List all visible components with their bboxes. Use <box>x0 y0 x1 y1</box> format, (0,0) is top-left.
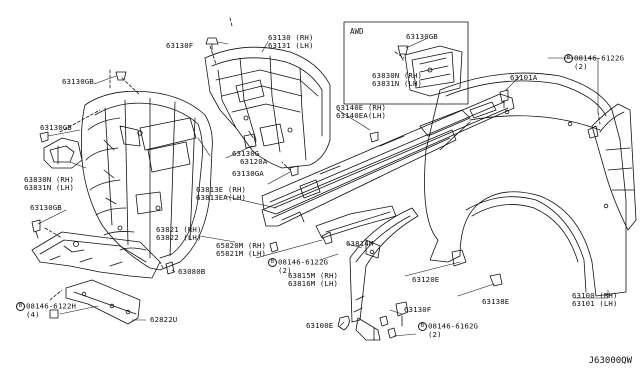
label-63821-rh: 63821 (RH) <box>156 225 202 234</box>
fasteners <box>31 37 599 341</box>
label-63130f-top: 63130F <box>166 41 194 50</box>
label-63813e: 63813E (RH) 63813EA(LH) <box>196 186 246 202</box>
label-63080b: 63080B <box>178 267 206 276</box>
label-63830n-awd: 63830N (RH) 63831N (LH) <box>372 72 422 88</box>
label-63100e: 63100E <box>306 321 334 330</box>
label-08146-6122h-qty: (4) <box>26 310 40 319</box>
diagram-code: J63000QW <box>588 356 632 366</box>
awd-detail-box <box>343 21 469 105</box>
label-08146-6122g-mid-qty: (2) <box>278 266 292 275</box>
front-fender-panel <box>424 72 627 297</box>
label-63130gb-left: 63130GB <box>62 77 94 86</box>
label-63130-rh: 63130 (RH) <box>268 33 314 42</box>
fender-bracket <box>349 207 419 341</box>
label-63831n-lh: 63831N (LH) <box>24 183 75 192</box>
bolt-symbol-icon: B <box>16 302 25 311</box>
lower-splash-cover <box>31 231 161 279</box>
label-lines <box>37 37 609 337</box>
bolt-symbol-icon: B <box>418 322 427 331</box>
label-08146-6122h-part: 08146-6122H <box>26 301 77 311</box>
side-splash-guard <box>261 129 457 227</box>
label-08146-6162g-qty: (2) <box>428 330 442 339</box>
label-63101a: 63101A <box>510 73 538 82</box>
label-08146-6162g-part: 08146-6162G <box>428 321 479 331</box>
label-62822u: 62822U <box>150 315 178 324</box>
label-63130ga: 63130GA <box>232 169 264 178</box>
label-63815m: 63815M (RH) 63816M (LH) <box>288 272 338 288</box>
label-63140e: 63140E (RH) 63140EA(LH) <box>336 104 386 120</box>
bolt-symbol-icon: B <box>268 258 277 267</box>
label-63822-lh: 63822 (LH) <box>156 233 202 242</box>
label-63821-63822: 63821 (RH) 63822 (LH) <box>156 226 202 242</box>
label-63131-lh: 63131 (LH) <box>268 41 314 50</box>
label-63130gb-awd: 63130GB <box>406 32 438 41</box>
label-awd: AWD <box>350 27 364 36</box>
label-65821m-lh: 65821M (LH) <box>216 249 267 258</box>
label-08146-6122g-mid-part: 08146-6122G <box>278 257 329 267</box>
label-63830n-awd-rh: 63830N (RH) <box>372 71 423 80</box>
label-63831n-awd-lh: 63831N (LH) <box>372 79 423 88</box>
left-inner-bracket <box>43 137 83 169</box>
label-63813ea-lh: 63813EA(LH) <box>196 193 247 202</box>
label-63120a: 63120A <box>240 157 268 166</box>
bolt-symbol-icon: B <box>564 54 573 63</box>
label-63815m-rh: 63815M (RH) <box>288 271 339 280</box>
label-63813e-rh: 63813E (RH) <box>196 185 247 194</box>
rear-fender-protector <box>204 46 331 169</box>
label-63814m: 63814M <box>346 239 374 248</box>
label-65820m: 65820M (RH) 65821M (LH) <box>216 242 266 258</box>
fender-seal <box>591 103 637 231</box>
label-63140ea-lh: 63140EA(LH) <box>336 111 387 120</box>
label-65820m-rh: 65820M (RH) <box>216 241 267 250</box>
front-fender-protector <box>81 90 213 271</box>
label-63100-63101: 63100 (RH) 63101 (LH) <box>572 292 618 308</box>
label-63830n-rh: 63830N (RH) <box>24 175 75 184</box>
label-63101-lh: 63101 (LH) <box>572 299 618 308</box>
lower-bracket-bar <box>65 279 141 325</box>
label-08146-6122g-top-part: 08146-6122G <box>574 53 625 63</box>
label-63830n-left: 63830N (RH) 63831N (LH) <box>24 176 74 192</box>
label-63130gb-mid: 63130GB <box>40 123 72 132</box>
label-63816m-lh: 63816M (LH) <box>288 279 339 288</box>
label-63100-rh: 63100 (RH) <box>572 291 618 300</box>
label-63130g: 63130G <box>232 149 260 158</box>
label-63130-63131: 63130 (RH) 63131 (LH) <box>268 34 314 50</box>
label-63120e: 63120E <box>412 275 440 284</box>
label-63130gb-low: 63130GB <box>30 203 62 212</box>
label-63140e-rh: 63140E (RH) <box>336 103 387 112</box>
label-08146-6122g-top-qty: (2) <box>574 62 588 71</box>
label-63138e: 63138E <box>482 297 510 306</box>
leader-lines <box>44 17 601 301</box>
label-63130f-low: 63130F <box>404 305 432 314</box>
